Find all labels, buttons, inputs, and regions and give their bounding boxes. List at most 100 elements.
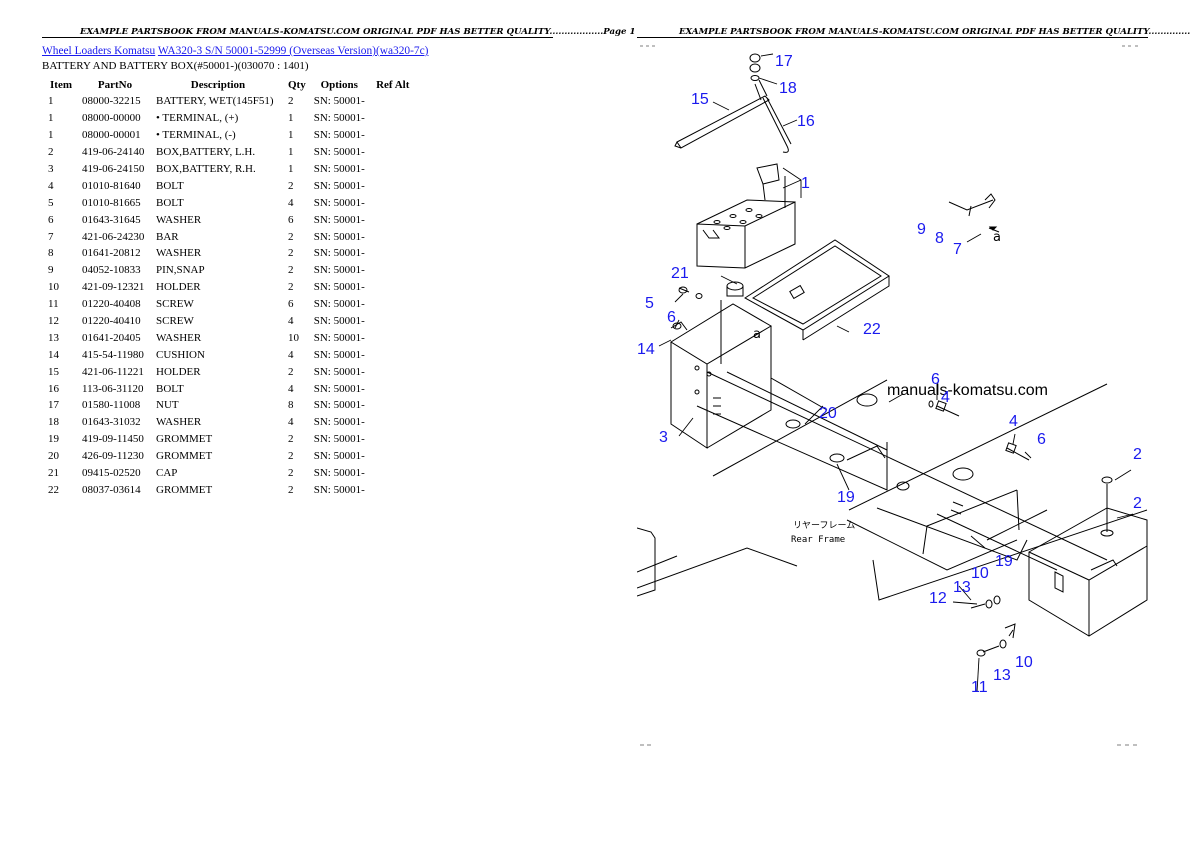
callout-19-lower[interactable]: 19	[995, 553, 1013, 570]
cell-ref-alt	[369, 397, 417, 414]
cell-item: 13	[48, 331, 59, 344]
callout-4-right[interactable]: 4	[1009, 413, 1018, 430]
cell-qty: 2	[288, 179, 294, 192]
callout-19-mid[interactable]: 19	[837, 489, 855, 506]
callout-10-lower[interactable]: 10	[1015, 654, 1033, 671]
cell-options: SN: 50001-	[313, 281, 365, 294]
cell-options: SN: 50001-	[313, 196, 365, 209]
cell-description: NUT	[156, 399, 179, 412]
cell-options: SN: 50001-	[313, 365, 365, 378]
column-header-ref-alt: Ref Alt	[376, 78, 410, 91]
cell-qty: 2	[288, 264, 294, 277]
cell-options: SN: 50001-	[313, 331, 365, 344]
callout-2-upper[interactable]: 2	[1133, 446, 1142, 463]
callout-13-lower[interactable]: 13	[993, 667, 1011, 684]
callout-16[interactable]: 16	[797, 113, 815, 130]
callout-6-mid[interactable]: 6	[931, 371, 940, 388]
cell-qty: 8	[288, 399, 294, 412]
cell-options: SN: 50001-	[313, 146, 365, 159]
cell-partno: 01220-40410	[82, 315, 141, 328]
cell-options: SN: 50001-	[313, 467, 365, 480]
parts-table: Item PartNo Description Qty Options Ref …	[42, 76, 417, 498]
callout-20[interactable]: 20	[819, 405, 837, 422]
breadcrumb-link-model[interactable]: WA320-3 S/N 50001-52999 (Overseas Versio…	[157, 45, 429, 57]
callout-9[interactable]: 9	[917, 221, 926, 238]
breadcrumb-link-category[interactable]: Wheel Loaders Komatsu	[42, 45, 156, 57]
column-header-partno: PartNo	[97, 78, 133, 91]
callout-6-right[interactable]: 6	[1037, 431, 1046, 448]
callout-6-upper[interactable]: 6	[667, 309, 676, 326]
cell-ref-alt	[369, 262, 417, 279]
cell-options: SN: 50001-	[313, 247, 365, 260]
cell-options: SN: 50001-	[313, 112, 365, 125]
cell-description: WASHER	[156, 416, 202, 429]
cell-partno: 08037-03614	[82, 483, 141, 496]
header-divider	[637, 37, 1148, 38]
cell-description: CAP	[156, 467, 178, 480]
callout-17[interactable]: 17	[775, 53, 793, 70]
cell-item: 12	[48, 315, 59, 328]
cell-partno: 421-06-11221	[82, 365, 144, 378]
callout-15[interactable]: 15	[691, 91, 709, 108]
callout-13-upper[interactable]: 13	[953, 579, 971, 596]
callout-5[interactable]: 5	[645, 295, 654, 312]
callout-10-upper[interactable]: 10	[971, 565, 989, 582]
cell-options: SN: 50001-	[313, 399, 365, 412]
nut-washer-stack	[749, 53, 768, 101]
cell-partno: 426-09-11230	[82, 450, 144, 463]
callout-1[interactable]: 1	[801, 175, 810, 192]
callout-4-mid[interactable]: 4	[941, 389, 950, 406]
cell-ref-alt	[369, 177, 417, 194]
page-header: EXAMPLE PARTSBOOK FROM MANUALS-KOMATSU.C…	[80, 27, 636, 37]
cell-options: SN: 50001-	[313, 213, 365, 226]
cell-ref-alt	[369, 279, 417, 296]
callout-8[interactable]: 8	[935, 230, 944, 247]
cell-ref-alt	[369, 448, 417, 465]
cell-ref-alt	[369, 161, 417, 178]
cell-item: 15	[48, 365, 59, 378]
callout-3[interactable]: 3	[659, 429, 668, 446]
callout-21[interactable]: 21	[671, 265, 689, 282]
callout-22[interactable]: 22	[863, 321, 881, 338]
cell-options: SN: 50001-	[313, 315, 365, 328]
callout-14[interactable]: 14	[637, 341, 655, 358]
cell-options: SN: 50001-	[313, 230, 365, 243]
cell-qty: 6	[288, 213, 294, 226]
cell-partno: 08000-00000	[82, 112, 141, 125]
cell-item: 22	[48, 483, 59, 496]
battery-box-rh	[670, 281, 772, 449]
corner-marks	[640, 45, 1138, 746]
cell-partno: 01010-81665	[82, 196, 141, 209]
callout-11[interactable]: 11	[971, 679, 988, 696]
cell-description: SCREW	[156, 298, 194, 311]
frame-label-en: Rear Frame	[791, 535, 845, 545]
header-divider	[42, 37, 553, 38]
callout-18[interactable]: 18	[779, 80, 797, 97]
cell-description: GROMMET	[156, 483, 213, 496]
cell-options: SN: 50001-	[313, 416, 365, 429]
cell-partno: 01010-81640	[82, 179, 141, 192]
cell-qty: 1	[288, 146, 294, 159]
cell-partno: 01220-40408	[82, 298, 141, 311]
cell-options: SN: 50001-	[313, 264, 365, 277]
callout-12[interactable]: 12	[929, 590, 947, 607]
callout-a-lower[interactable]: a	[753, 327, 761, 342]
bar-pin-washer	[948, 193, 1000, 233]
callout-7[interactable]: 7	[953, 241, 962, 258]
callout-a-upper[interactable]: a	[993, 230, 1001, 245]
callout-2-lower[interactable]: 2	[1133, 495, 1142, 512]
cell-ref-alt	[369, 211, 417, 228]
cell-qty: 2	[288, 365, 294, 378]
cell-partno: 419-06-24150	[82, 163, 145, 175]
cell-item: 14	[48, 348, 59, 361]
